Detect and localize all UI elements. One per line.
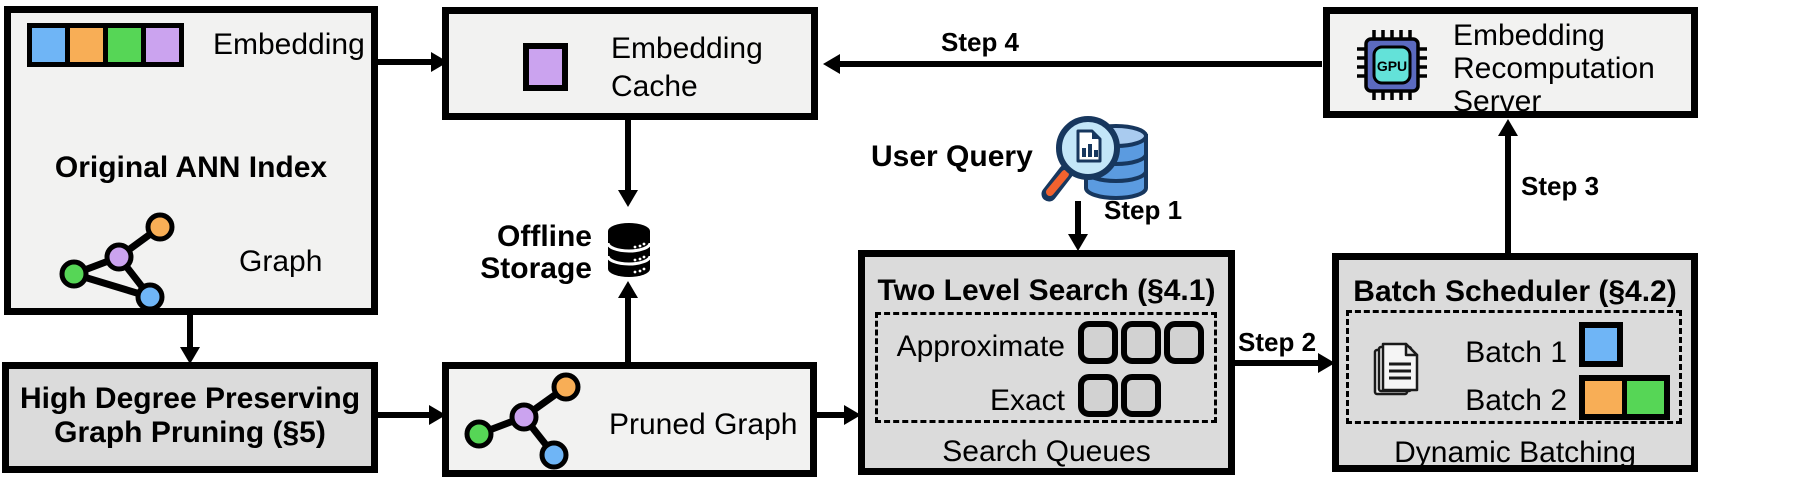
batch1-label: Batch 1 [1465,336,1567,369]
embedding-label: Embedding [213,28,365,61]
embedding-swatch-green [108,28,146,62]
embedding-swatch-blue [32,28,70,62]
embedding-cache-label-line2: Cache [611,70,698,103]
exact-label: Exact [989,384,1065,417]
embedding-cache-box: Embedding Cache [442,7,818,120]
search-queues-caption: Search Queues [942,435,1151,468]
batch2-swatch-green [1627,381,1664,414]
database-icon [606,223,652,277]
embedding-vector-icon [27,23,184,67]
dynamic-batching-caption: Dynamic Batching [1394,436,1636,469]
graph-pruning-title-line1: High Degree Preserving [19,382,361,415]
magnifier-handle [1046,170,1069,196]
step4-label: Step 4 [940,27,1020,57]
queue-slot [1121,374,1161,417]
graph-node-orange [145,212,175,242]
graph-node-purple [104,242,134,272]
approximate-label: Approximate [896,330,1065,363]
graph-node-blue [135,282,165,312]
batch-scheduler-box: Batch Scheduler (§4.2) Batch 1 Batch 2 D… [1332,253,1698,472]
graph-pruning-title-line2: Graph Pruning (§5) [54,416,326,449]
cached-embedding-swatch [523,43,568,91]
step2-label: Step 2 [1238,327,1317,357]
recomputation-label-line3: Server [1453,85,1542,118]
step3-label: Step 3 [1521,171,1600,201]
embedding-swatch-purple [146,28,179,62]
pruned-graph-label: Pruned Graph [609,408,798,441]
two-level-search-box: Two Level Search (§4.1) Approximate Exac… [858,250,1235,475]
graph-pruning-box: High Degree Preserving Graph Pruning (§5… [2,362,378,473]
pruned-node-blue [539,440,569,470]
pruned-node-orange [551,372,581,402]
graph-label: Graph [239,245,323,278]
original-ann-index-title: Original ANN Index [54,151,328,184]
step1-label: Step 1 [1104,195,1183,225]
gpu-chip-label: GPU [1377,58,1407,74]
embedding-swatch-orange [70,28,108,62]
pruned-graph-box: Pruned Graph [442,362,817,477]
graph-node-green [59,259,89,289]
search-queues-region [875,312,1217,423]
batch2-label: Batch 2 [1465,384,1567,417]
queue-slot [1164,321,1204,364]
dynamic-batching-region [1346,310,1682,424]
recomputation-server-box: GPU Embedding Recomputation Server [1323,7,1698,118]
embedding-cache-label-line1: Embedding [611,32,763,65]
graph-icon [59,212,175,312]
queue-slot [1121,321,1161,364]
queue-slot [1078,374,1118,417]
pruned-graph-icon [464,372,581,470]
pruned-node-purple [509,402,539,432]
exact-queue-slots [1078,374,1161,417]
recomputation-label-line1: Embedding [1453,19,1605,52]
gpu-chip-icon: GPU [1357,30,1427,100]
approximate-queue-slots [1078,321,1204,364]
batch1-swatch-blue [1579,322,1623,367]
two-level-search-title: Two Level Search (§4.1) [877,274,1216,307]
offline-storage-label-line1: Offline [497,220,592,253]
batch2-swatch-orange [1585,381,1627,414]
batch-scheduler-title: Batch Scheduler (§4.2) [1353,275,1677,308]
recomputation-label-line2: Recomputation [1453,52,1655,85]
batch2-swatches [1579,375,1670,420]
documents-icon [1373,342,1419,396]
user-query-label: User Query [871,140,1033,173]
queue-slot [1078,321,1118,364]
offline-storage-label-line2: Storage [480,252,592,285]
query-magnifier-icon [1041,116,1148,202]
original-ann-index-box: Embedding Original ANN Index Graph [4,6,378,315]
pruned-node-green [464,419,494,449]
